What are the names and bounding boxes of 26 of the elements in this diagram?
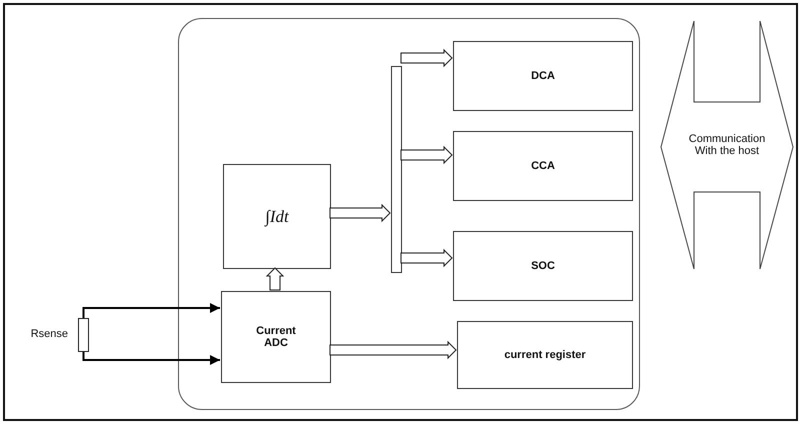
box-label: Current ADC [255,325,297,349]
box-label: DCA [531,70,555,82]
arrow [266,267,284,290]
process-box [453,231,633,301]
chip-outline [178,18,640,410]
arrow [400,248,453,268]
box-label: CCA [531,160,555,172]
component-label: Rsense [30,328,68,340]
arrow [400,48,453,68]
process-box [453,131,633,201]
process-box [457,321,633,389]
process-box [221,291,331,383]
arrow [330,204,391,222]
integral-formula: ∫Idt [265,206,289,226]
arrow [400,146,453,164]
box-label: SOC [531,260,555,272]
double-arrow-shape [660,20,794,270]
box-label: current register [504,349,586,361]
arrow [82,352,220,365]
arrow [82,303,220,318]
process-box [223,164,331,269]
arrow [330,340,457,360]
box-label: Communication With the host [688,133,766,157]
resistor-symbol [78,318,89,352]
bus-bar [391,66,402,273]
process-box [453,41,633,111]
